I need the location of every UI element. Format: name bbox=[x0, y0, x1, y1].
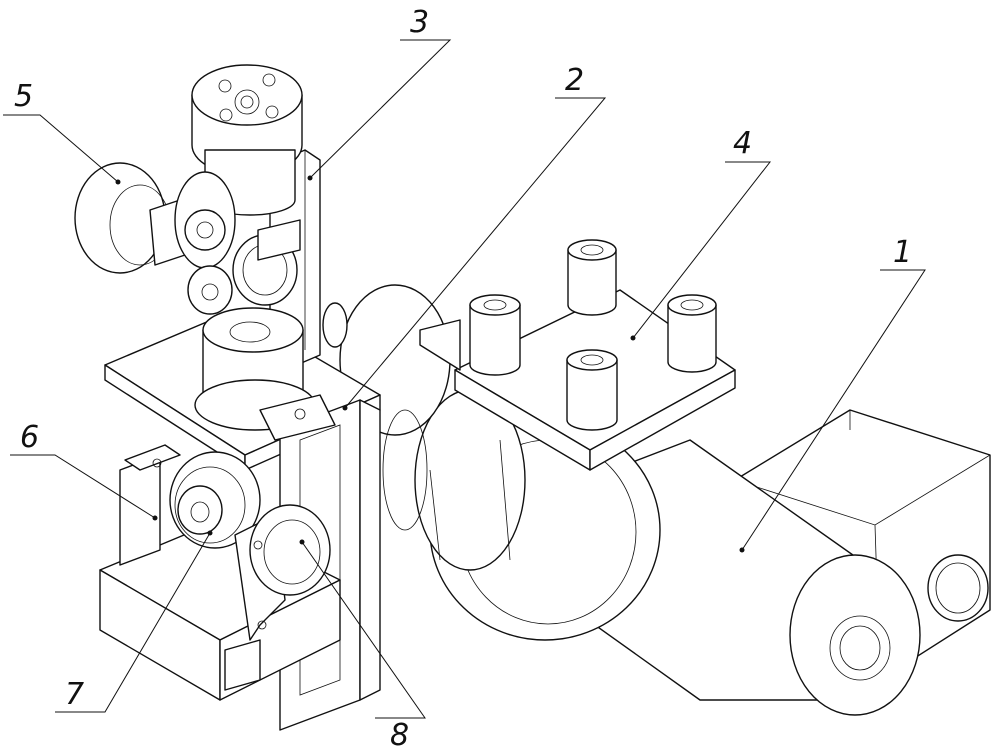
mount-plate bbox=[419, 239, 736, 471]
label-part-8: 8 bbox=[390, 718, 409, 753]
upper-roller-column bbox=[74, 64, 336, 441]
label-part-7: 7 bbox=[65, 677, 84, 712]
label-part-3: 3 bbox=[410, 5, 429, 40]
leader-dots bbox=[115, 175, 745, 553]
label-part-4: 4 bbox=[733, 126, 752, 161]
motor-assembly bbox=[339, 284, 991, 716]
label-part-1: 1 bbox=[893, 235, 912, 270]
part-labels: 3 2 4 5 1 6 7 8 bbox=[14, 5, 912, 753]
label-part-2: 2 bbox=[565, 63, 584, 98]
label-part-5: 5 bbox=[14, 79, 33, 114]
leader-lines bbox=[3, 39, 926, 719]
lower-roller-assembly bbox=[99, 444, 341, 701]
label-part-6: 6 bbox=[20, 420, 39, 455]
